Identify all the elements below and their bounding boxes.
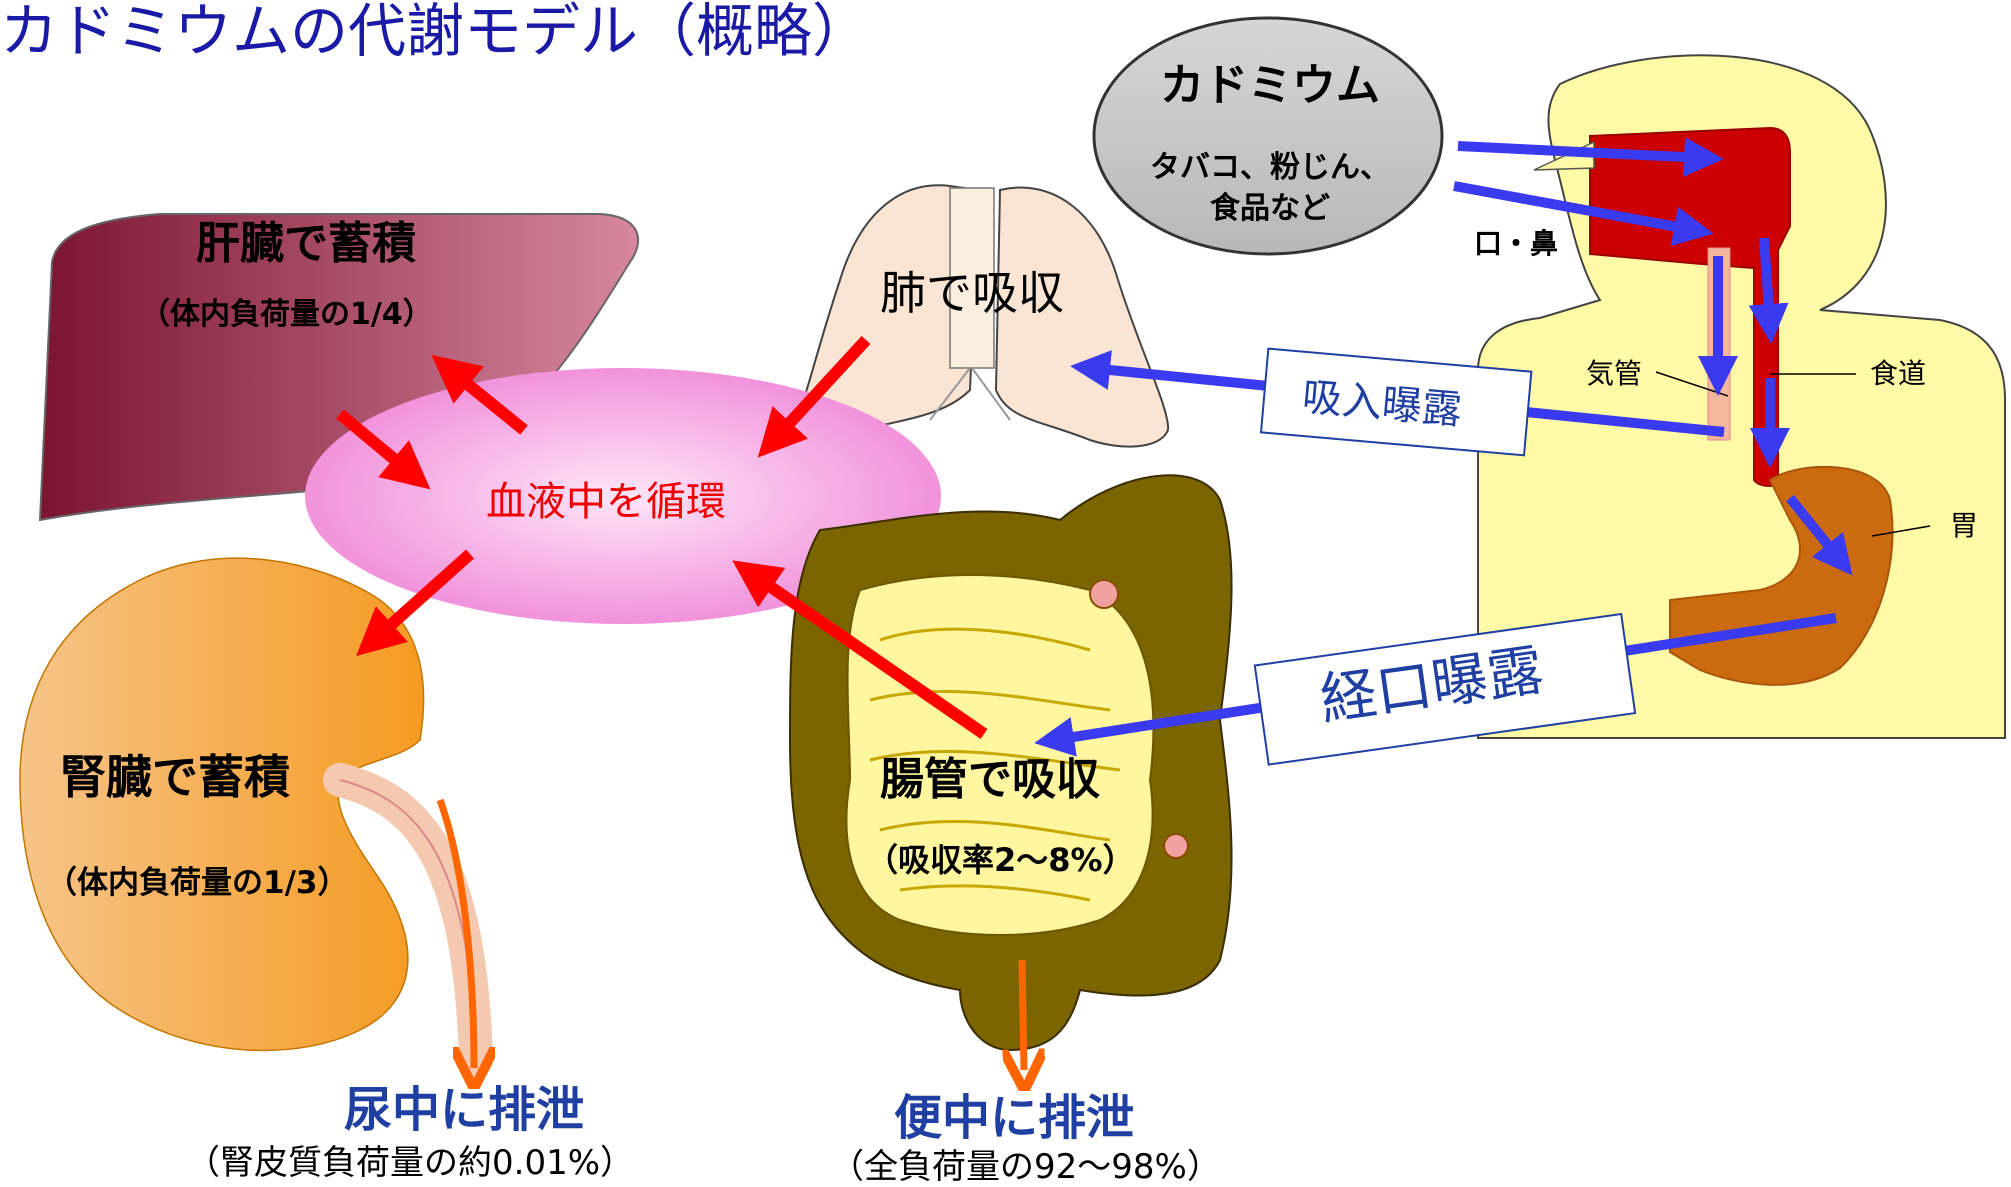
- cadmium-sources: タバコ、粉じん、 食品など: [1150, 148, 1390, 229]
- feces-excretion-label: 便中に排泄: [894, 1094, 1134, 1142]
- urine-excretion-label: 尿中に排泄: [344, 1086, 584, 1134]
- mouth-nose-label: 口・鼻: [1474, 230, 1558, 258]
- lung-label: 肺で吸収: [880, 270, 1064, 316]
- liver-label: 肝臓で蓄積: [196, 222, 416, 266]
- blood-label: 血液中を循環: [486, 482, 726, 522]
- stomach-label: 胃: [1950, 512, 1978, 540]
- kidney-share: （体内負荷量の1/3）: [46, 868, 348, 899]
- page-title: カドミウムの代謝モデル（概略）: [0, 2, 870, 60]
- cadmium-sources-line2: 食品など: [1150, 189, 1390, 230]
- cadmium-label: カドミウム: [1160, 64, 1380, 108]
- esophagus-label: 食道: [1870, 360, 1926, 388]
- trachea-label: 気管: [1586, 360, 1642, 388]
- liver-share: （体内負荷量の1/4）: [140, 300, 433, 330]
- intestine-rate: （吸収率2～8%）: [866, 844, 1135, 876]
- feces-excretion-arrow: [1022, 960, 1024, 1070]
- intestine-label: 腸管で吸収: [880, 758, 1100, 802]
- cadmium-sources-line1: タバコ、粉じん、: [1150, 148, 1390, 189]
- urine-excretion-detail: （腎皮質負荷量の約0.01%）: [186, 1146, 634, 1180]
- feces-excretion-detail: （全負荷量の92～98%）: [830, 1150, 1221, 1184]
- kidney-label: 腎臓で蓄積: [60, 754, 290, 800]
- esophagus-down-arrow-1: [1764, 238, 1770, 324]
